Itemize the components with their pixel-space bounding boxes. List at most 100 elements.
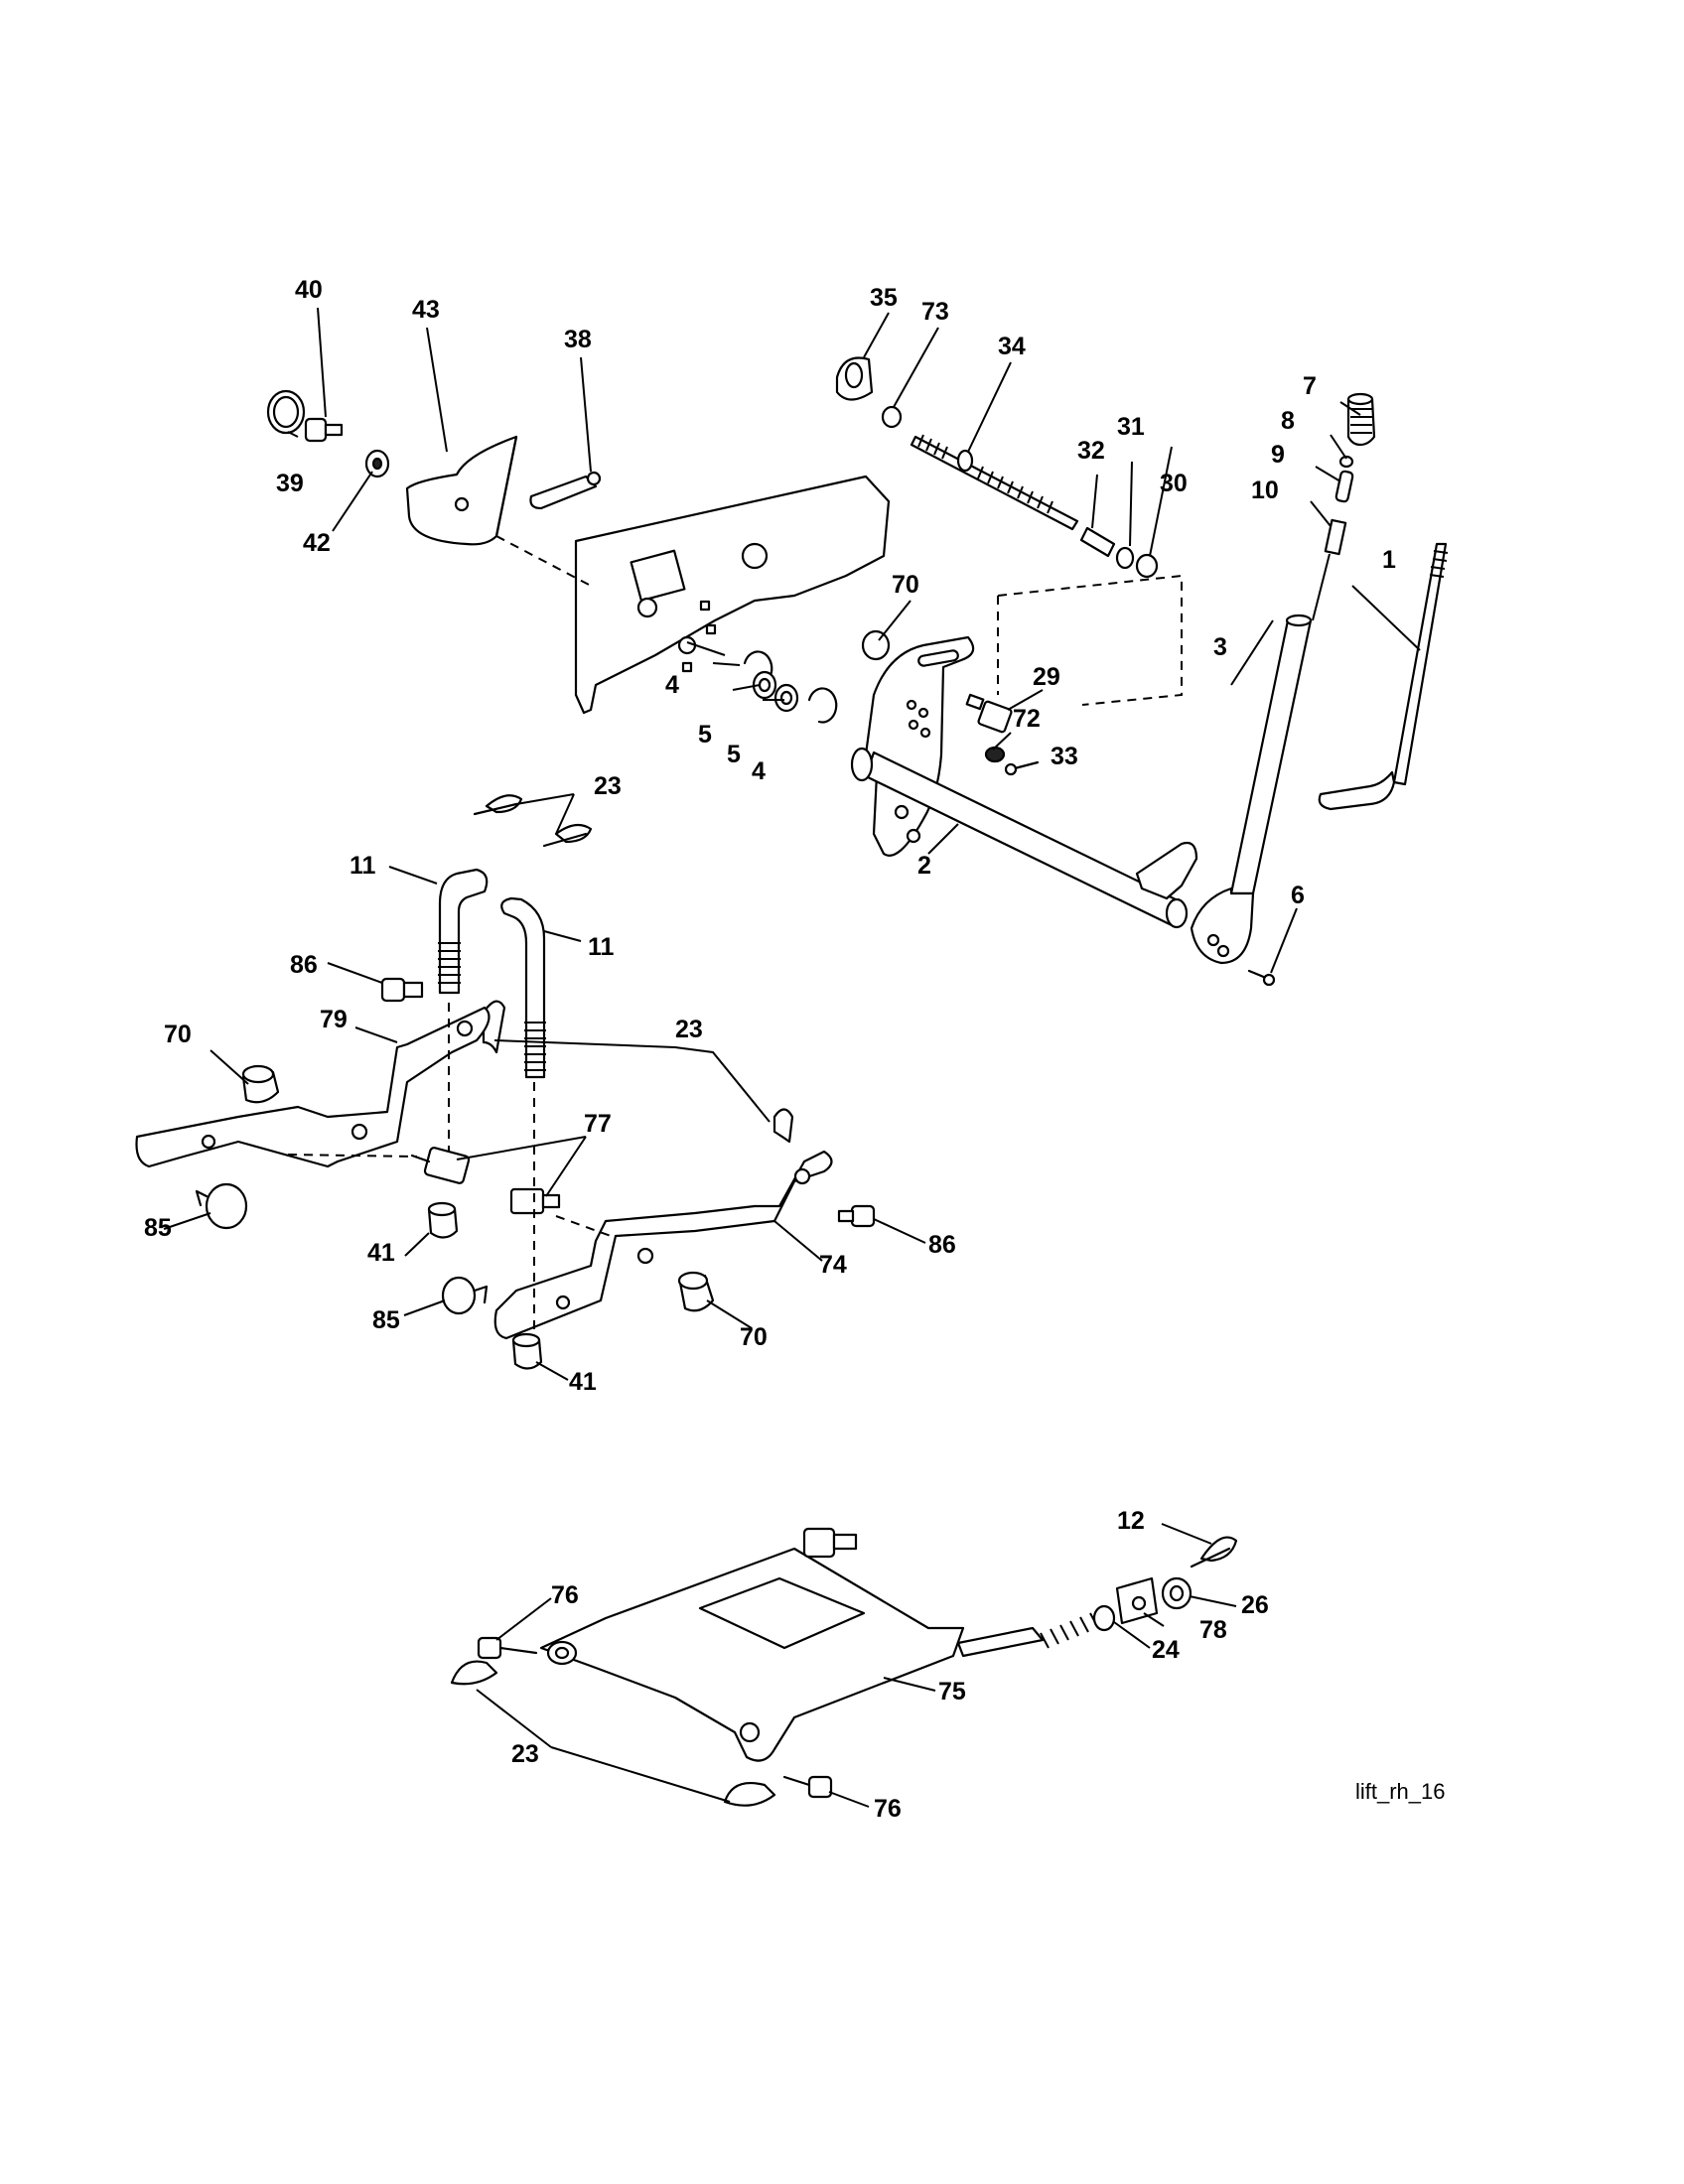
part-4-clip-right [807, 687, 838, 724]
part-1-lift-rod [1318, 542, 1448, 811]
callout-29: 29 [1033, 663, 1060, 691]
callout-2: 2 [917, 852, 931, 880]
part-74-lift-link [493, 1150, 833, 1340]
callout-26: 26 [1241, 1591, 1269, 1619]
dash-43-to-frame [495, 535, 592, 587]
part-23-clip-2 [542, 823, 593, 848]
part-76-bolt-upper [477, 1636, 538, 1660]
part-75-connector [802, 1527, 858, 1559]
diagram-reference-id: lift_rh_16 [1355, 1779, 1446, 1804]
dash-79-to-77 [287, 1154, 418, 1158]
callout-39: 39 [276, 470, 304, 497]
part-31-washer [1115, 546, 1135, 570]
callout-73: 73 [921, 298, 949, 326]
callout-31: 31 [1117, 413, 1145, 441]
part-23-clip-1 [473, 794, 523, 816]
part-10-spring [1324, 518, 1347, 556]
part-8-ferrule [1338, 455, 1354, 469]
callout-32: 32 [1077, 437, 1105, 465]
callout-33: 33 [1051, 743, 1078, 770]
callout-1: 1 [1382, 546, 1396, 574]
callout-5-right: 5 [727, 741, 741, 768]
part-40-bolt [304, 417, 344, 443]
part-10-to-3-link [1312, 553, 1331, 621]
callout-74: 74 [819, 1251, 847, 1279]
dash-77-to-74 [555, 1215, 612, 1237]
part-34-threads [917, 434, 1053, 514]
callout-76-lower: 76 [874, 1795, 902, 1823]
callout-70-right: 70 [740, 1323, 768, 1351]
callout-77: 77 [584, 1110, 612, 1138]
callout-23-middle-top: 23 [594, 772, 622, 800]
callout-3: 3 [1213, 633, 1227, 661]
part-70-bushing-left [241, 1064, 280, 1104]
part-38-pin [529, 471, 602, 510]
part-30-nut [1135, 553, 1159, 579]
part-24-washer [1092, 1604, 1116, 1632]
callout-70-top: 70 [892, 571, 919, 599]
part-77-trunnion-left [410, 1147, 471, 1184]
part-23-clip-bottom-upper [450, 1660, 498, 1686]
callout-72: 72 [1013, 705, 1041, 733]
part-72-washer [984, 746, 1006, 763]
callout-12: 12 [1117, 1507, 1145, 1535]
callout-11-right: 11 [588, 933, 615, 961]
part-11-hook-rod-left [438, 868, 489, 995]
callout-38: 38 [564, 326, 592, 353]
part-41-nut-upper [427, 1201, 459, 1239]
callout-43: 43 [412, 296, 440, 324]
part-2-lift-shaft [850, 635, 1198, 929]
callout-86-right: 86 [928, 1231, 956, 1259]
part-76-bolt-lower [782, 1775, 833, 1799]
part-42-washer [364, 449, 390, 478]
part-85-button-lower [441, 1276, 489, 1315]
callout-41-upper: 41 [367, 1239, 395, 1267]
callout-70-left: 70 [164, 1021, 192, 1048]
dash-box-30-to-29 [997, 574, 1183, 706]
part-3-handle-tube [1190, 614, 1313, 965]
callout-78: 78 [1199, 1616, 1227, 1644]
callout-7: 7 [1303, 372, 1317, 400]
callout-24: 24 [1152, 1636, 1180, 1664]
part-34-collar [956, 449, 974, 473]
callout-9: 9 [1271, 441, 1285, 469]
callout-10: 10 [1251, 477, 1279, 504]
callout-labels: 40 43 38 39 42 35 73 34 32 31 30 70 29 7… [144, 276, 1446, 1823]
part-9-rod [1334, 470, 1354, 503]
callout-85-left: 85 [144, 1214, 172, 1242]
callout-85-lower: 85 [372, 1306, 400, 1334]
part-12-pin [1190, 1536, 1238, 1569]
part-75-threads [1040, 1612, 1099, 1649]
part-33-bolt [1004, 760, 1040, 776]
part-23-clip-bottom-lower [723, 1781, 776, 1807]
part-85-button-left [195, 1182, 248, 1230]
callout-23-bottom: 23 [511, 1740, 539, 1768]
part-39-ring [266, 389, 306, 435]
callout-76-upper: 76 [551, 1581, 579, 1609]
part-1-threads [1429, 550, 1449, 578]
part-11-hook-rod-right [500, 896, 546, 1079]
callout-40: 40 [295, 276, 323, 304]
part-5-washer-right [773, 683, 799, 713]
part-78-clevis [1115, 1576, 1159, 1625]
part-41-nut-lower [511, 1332, 543, 1370]
callout-79: 79 [320, 1006, 348, 1033]
callout-86-left: 86 [290, 951, 318, 979]
part-29-trunnion [965, 693, 1013, 734]
part-23-clip-4 [772, 1108, 794, 1144]
part-75-deck-bracket [539, 1547, 1045, 1762]
callout-6: 6 [1291, 882, 1305, 909]
part-86-bolt-left [380, 977, 424, 1003]
part-11-right-threads [524, 1022, 546, 1071]
part-7-grip-ribs [1350, 408, 1372, 434]
frame-bracket [574, 475, 891, 715]
part-73-nut [881, 405, 903, 429]
callout-42: 42 [303, 529, 331, 557]
part-32-spring [1079, 526, 1116, 558]
leader-lines [163, 307, 1421, 1808]
callout-75: 75 [938, 1678, 966, 1706]
callout-5-left: 5 [698, 721, 712, 749]
part-70-washer-top [861, 629, 891, 661]
callout-23-middle: 23 [675, 1016, 703, 1043]
